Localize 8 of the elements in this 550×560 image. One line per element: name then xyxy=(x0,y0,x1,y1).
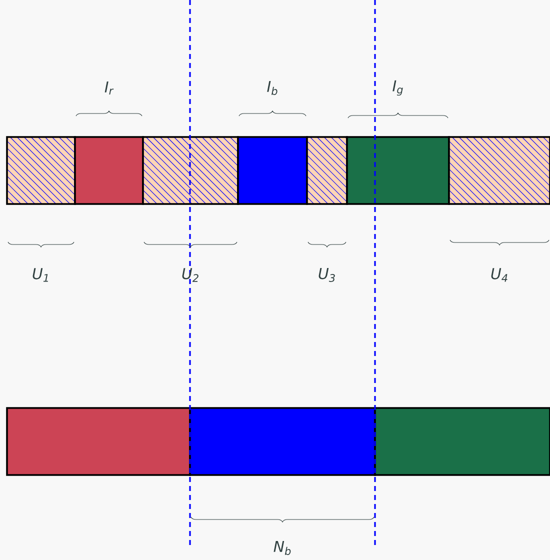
variable-label: U$_{2}$ xyxy=(182,268,198,282)
variable-label: U$_{1}$ xyxy=(32,268,48,282)
variable-label: I$_{b}$ xyxy=(267,80,278,96)
variable-label: I$_{g}$ xyxy=(392,80,403,96)
variable-label: N$_{b}$ xyxy=(274,540,291,556)
variable-label: I$_{r}$ xyxy=(104,81,114,95)
variable-label: U$_{3}$ xyxy=(318,268,335,282)
variable-label: U$_{4}$ xyxy=(491,268,508,282)
